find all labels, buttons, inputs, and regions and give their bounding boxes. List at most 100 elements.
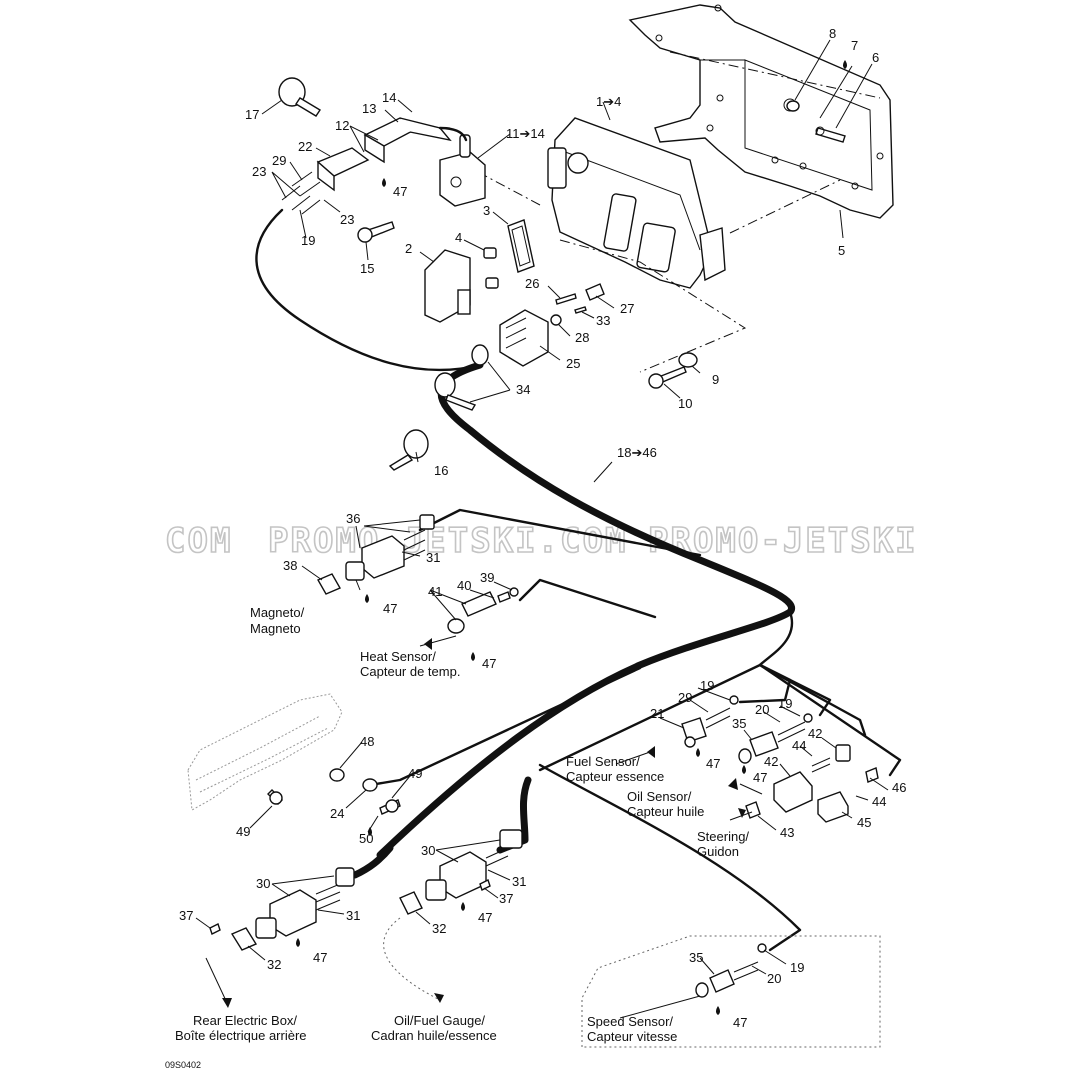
screw-49-right <box>379 799 401 815</box>
label-fuel-en: Fuel Sensor/ <box>566 754 640 769</box>
callout-44-bottom: 44 <box>872 794 886 809</box>
ignition-module <box>547 117 726 289</box>
callout-4: 4 <box>455 230 462 245</box>
callout-32-gauge: 32 <box>432 921 446 936</box>
cable-tie-34 <box>434 344 489 411</box>
callout-8: 8 <box>829 26 836 41</box>
label-heat-fr: Capteur de temp. <box>360 664 460 679</box>
oil-drop-symbols <box>296 60 847 1015</box>
callout-35-oil: 35 <box>732 716 746 731</box>
callout-47-fuel: 47 <box>706 756 720 771</box>
screw-6 <box>815 127 846 143</box>
callout-25: 25 <box>566 356 580 371</box>
callout-16: 16 <box>434 463 448 478</box>
callout-22: 22 <box>298 139 312 154</box>
diagram-code: 09S0402 <box>165 1060 201 1070</box>
callout-29-top: 29 <box>272 153 286 168</box>
callout-37-rear: 37 <box>179 908 193 923</box>
callout-6: 6 <box>872 50 879 65</box>
callout-37-gauge: 37 <box>499 891 513 906</box>
steering-connectors <box>745 744 879 823</box>
frame-outline <box>187 693 343 811</box>
watermark-left: COM <box>165 521 232 561</box>
label-fuel-fr: Capteur essence <box>566 769 664 784</box>
assembly-line <box>559 239 747 373</box>
callout-49-left: 49 <box>236 824 250 839</box>
washer-48 <box>329 768 345 782</box>
cable-tie-16 <box>388 429 429 471</box>
callout-13: 13 <box>362 101 376 116</box>
connector-25 <box>499 309 549 367</box>
callout-47-heat: 47 <box>482 656 496 671</box>
callout-11-14: 11➔14 <box>506 126 545 141</box>
callout-26: 26 <box>525 276 539 291</box>
callout-3: 3 <box>483 203 490 218</box>
oil-sensor <box>738 713 813 764</box>
screw-49-left <box>267 789 283 805</box>
callout-43: 43 <box>780 825 794 840</box>
pin-33 <box>574 306 587 314</box>
ground-terminal-24 <box>362 778 378 792</box>
callout-48: 48 <box>360 734 374 749</box>
callout-27: 27 <box>620 301 634 316</box>
rear-box-connectors <box>209 867 355 951</box>
callout-31-gauge: 31 <box>512 874 526 889</box>
callout-31-rear: 31 <box>346 908 360 923</box>
label-rear-en: Rear Electric Box/ <box>193 1013 297 1028</box>
callout-15: 15 <box>360 261 374 276</box>
callout-28: 28 <box>575 330 589 345</box>
assembly-line <box>477 171 541 206</box>
magneto-connector <box>317 514 435 595</box>
label-gauge-fr: Cadran huile/essence <box>371 1028 497 1043</box>
terminal-27 <box>585 283 605 301</box>
washer-9 <box>678 352 698 368</box>
callout-44-top: 44 <box>792 738 806 753</box>
label-steering-fr: Guidon <box>697 844 739 859</box>
gauge-connectors <box>383 829 523 1001</box>
callout-19-top: 19 <box>301 233 315 248</box>
assembly-line <box>669 51 881 99</box>
watermark: COM PROMO-JETSKI.COM PROMO-JETSKI <box>164 520 916 562</box>
callout-45: 45 <box>857 815 871 830</box>
label-magneto-fr: Magneto <box>250 621 301 636</box>
callout-32-rear: 32 <box>267 957 281 972</box>
label-oil-fr: Capteur huile <box>627 804 704 819</box>
callout-21: 21 <box>650 706 664 721</box>
cable-tie-17 <box>278 77 321 117</box>
callout-1-4: 1➔4 <box>596 94 621 109</box>
callout-31-magneto: 31 <box>426 550 440 565</box>
fuse-4a <box>483 247 497 259</box>
leader-lines <box>195 39 889 1019</box>
callout-20-oil: 20 <box>755 702 769 717</box>
screw-15 <box>357 221 395 243</box>
callout-30-rear: 30 <box>256 876 270 891</box>
mounting-bracket <box>628 4 894 219</box>
callout-42-right: 42 <box>808 726 822 741</box>
callout-7: 7 <box>851 38 858 53</box>
callout-33: 33 <box>596 313 610 328</box>
label-speed-fr: Capteur vitesse <box>587 1029 677 1044</box>
callout-numbers: 1➔4 2 3 4 5 6 7 8 9 10 11➔14 12 13 14 15… <box>179 26 906 1030</box>
callout-10: 10 <box>678 396 692 411</box>
callout-35-speed: 35 <box>689 950 703 965</box>
component-labels: Magneto/ Magneto Heat Sensor/ Capteur de… <box>165 605 749 1070</box>
watermark-center: PROMO-JETSKI.COM <box>268 521 628 561</box>
washer-8 <box>786 100 800 112</box>
callout-47-gauge: 47 <box>478 910 492 925</box>
main-harness <box>255 208 902 952</box>
callout-2: 2 <box>405 241 412 256</box>
relay-2 <box>424 249 471 323</box>
callout-19-speed: 19 <box>790 960 804 975</box>
callout-9: 9 <box>712 372 719 387</box>
relay-block <box>439 134 486 207</box>
callout-47-oil: 47 <box>753 770 767 785</box>
callout-18-46: 18➔46 <box>617 445 657 460</box>
callout-30-gauge: 30 <box>421 843 435 858</box>
callout-36: 36 <box>346 511 360 526</box>
callout-42-left: 42 <box>764 754 778 769</box>
arrows <box>222 638 746 1008</box>
label-steering-en: Steering/ <box>697 829 749 844</box>
callout-5: 5 <box>838 243 845 258</box>
callout-50: 50 <box>359 831 373 846</box>
